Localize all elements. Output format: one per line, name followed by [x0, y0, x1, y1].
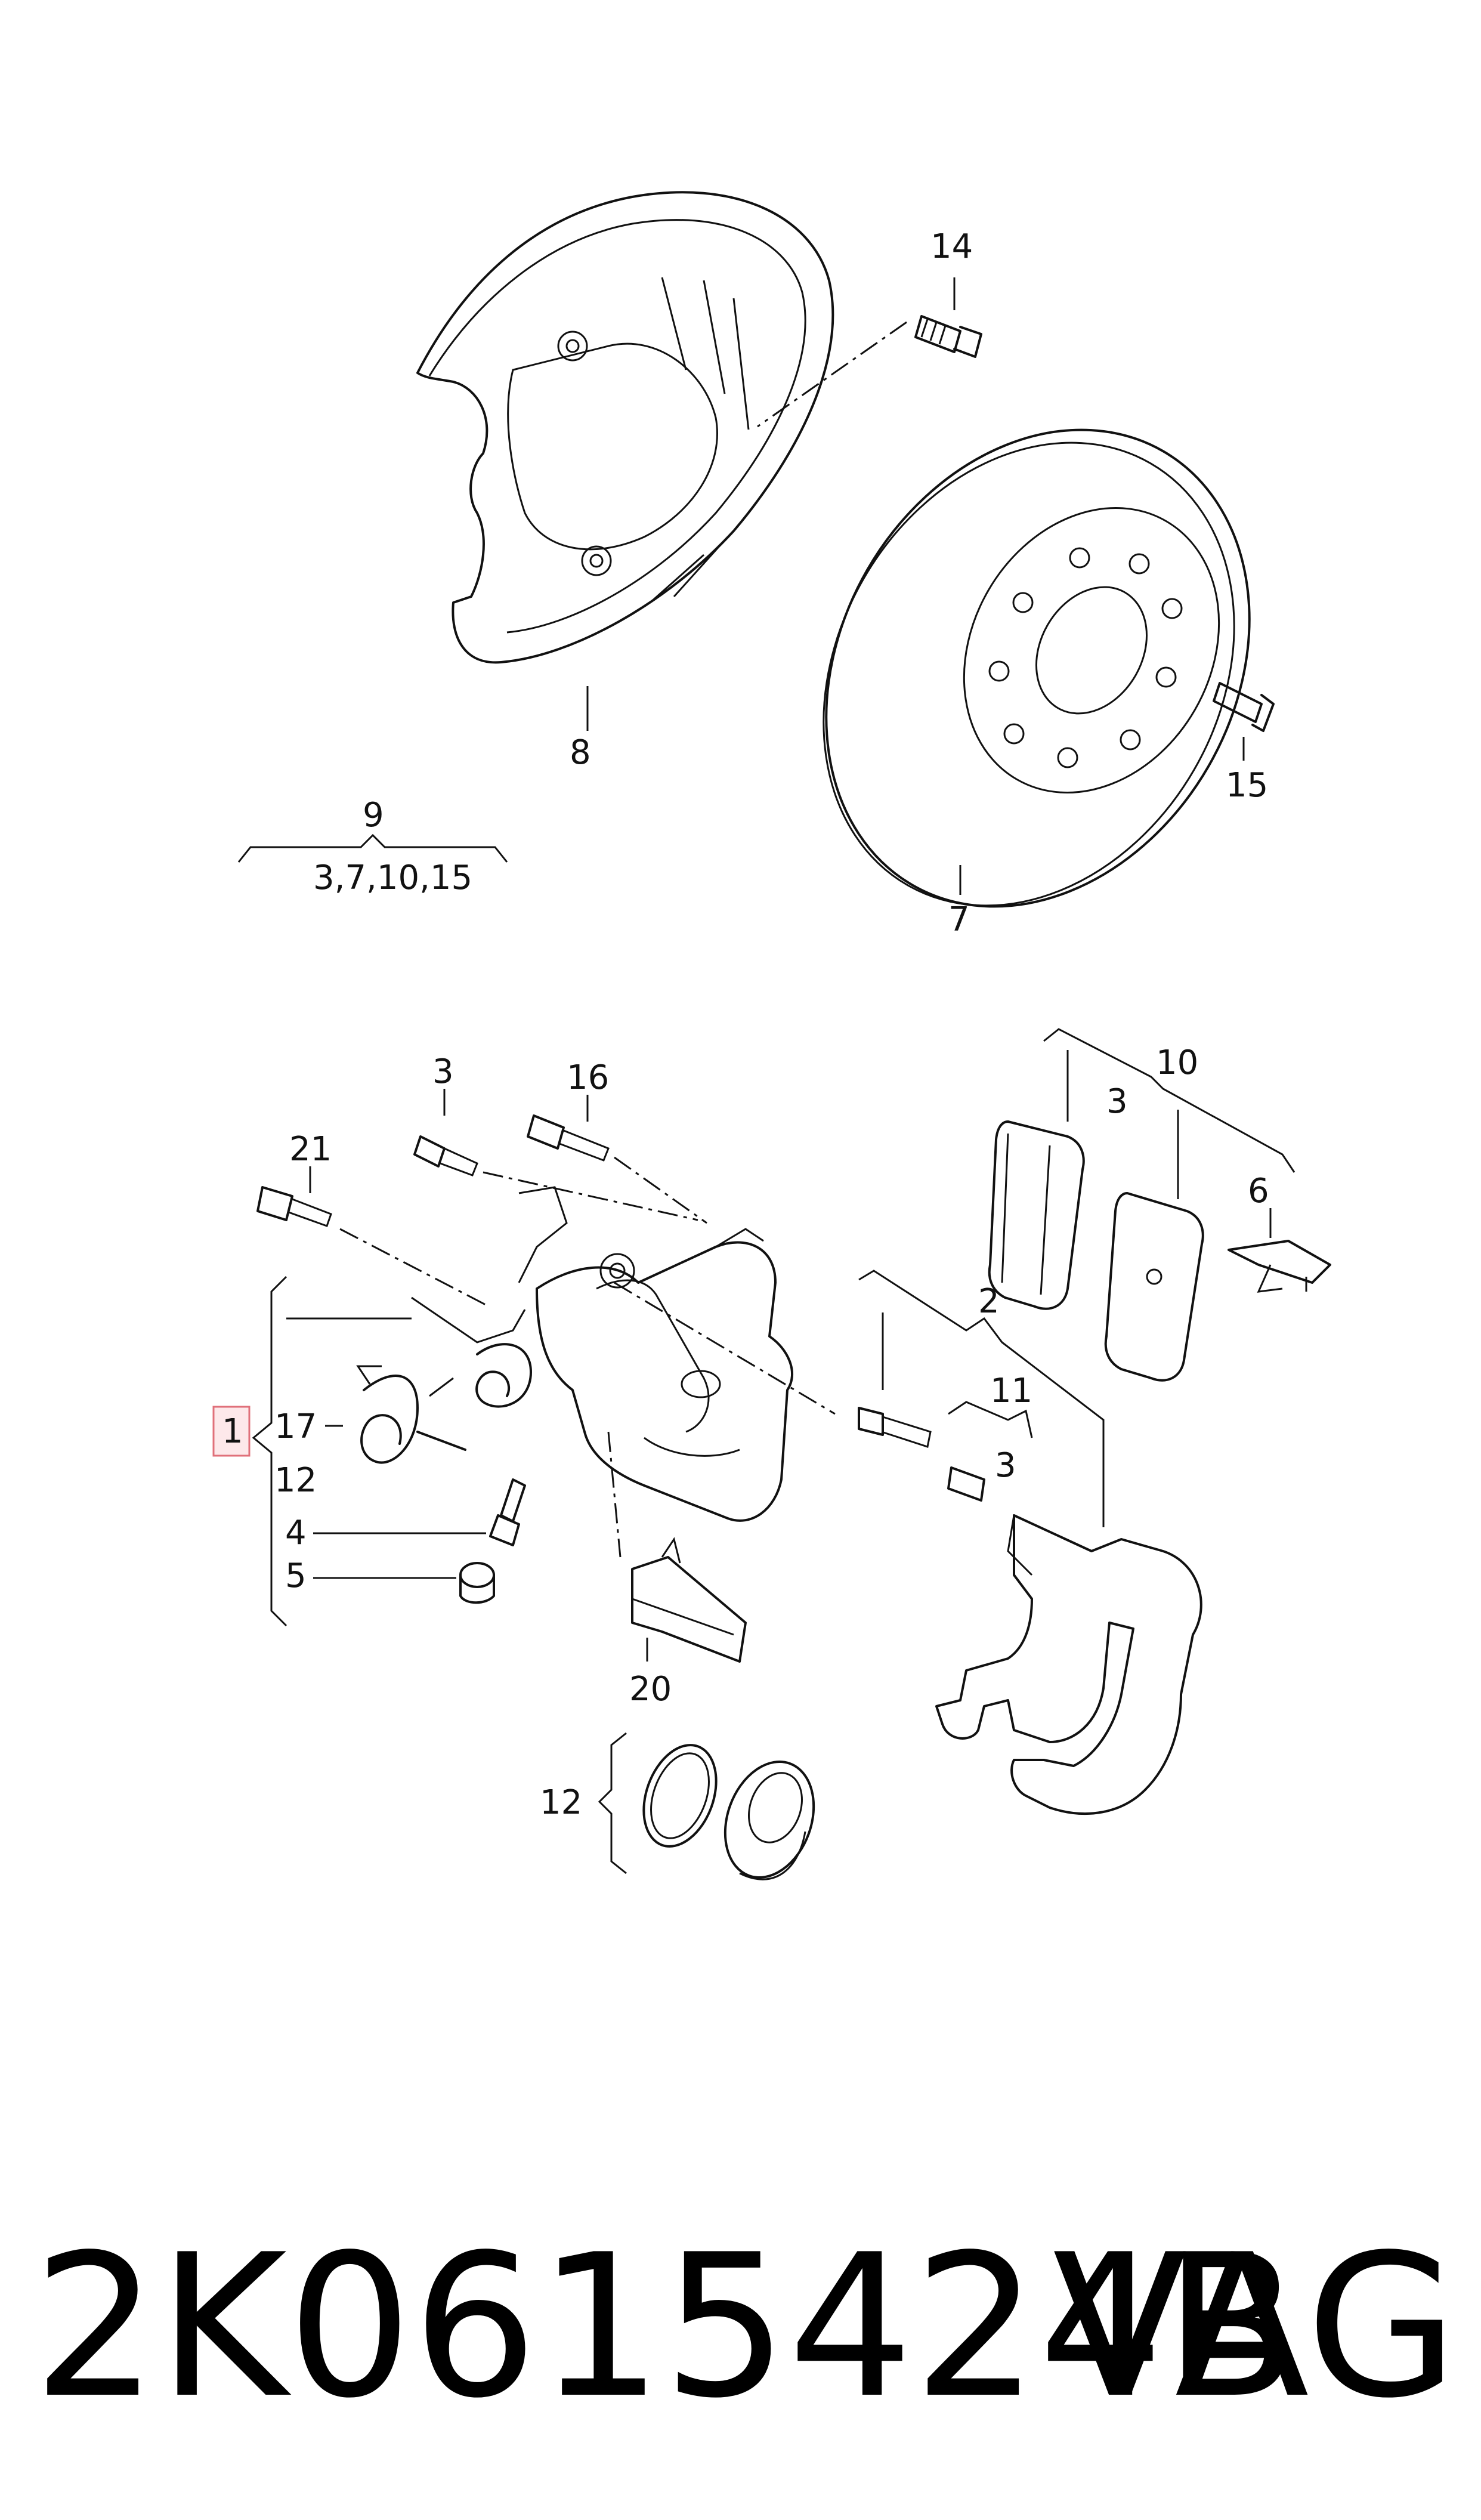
selected-callout-highlight — [212, 1406, 251, 1457]
callout-12-left: 12 — [274, 1461, 317, 1500]
callout-9: 9 — [363, 796, 384, 835]
caliper-carrier-bracket — [935, 1514, 1202, 1815]
piston-part-12 — [724, 1761, 815, 1880]
spring-part-17 — [325, 1365, 466, 1464]
callout-15: 15 — [1226, 766, 1268, 805]
callout-1: 1 — [222, 1412, 243, 1451]
callout-12-lower: 12 — [540, 1783, 582, 1822]
brake-disc-part-7 — [823, 428, 1251, 908]
bolt-part-16 — [527, 1095, 707, 1224]
callout-20: 20 — [629, 1670, 672, 1709]
boot-part-11 — [947, 1401, 1033, 1502]
callout-10: 10 — [1156, 1043, 1198, 1082]
screw-part-15 — [1213, 682, 1275, 761]
bleeder-valve-part-4 — [313, 1478, 526, 1546]
footer: 2K0615424B VAG — [0, 2207, 1481, 2446]
kit-bracket-1 — [252, 1276, 412, 1627]
guide-pin-part-2 — [858, 1270, 1105, 1527]
dust-shield-part-8 — [416, 191, 834, 731]
bolt-part-3 — [413, 1089, 698, 1221]
callout-9-contents: 3,7,10,15 — [313, 858, 472, 897]
callout-6: 6 — [1248, 1172, 1269, 1210]
callout-3-top: 3 — [432, 1052, 454, 1091]
brake-pad-part-10 — [988, 1028, 1296, 1382]
callout-3-boot: 3 — [995, 1446, 1016, 1485]
part-number: 2K0615424B — [33, 2212, 1299, 2441]
callout-5: 5 — [285, 1557, 307, 1595]
anti-rattle-clip-part-6 — [1228, 1208, 1331, 1293]
callout-17: 17 — [274, 1407, 317, 1446]
caliper-housing — [518, 1186, 836, 1558]
dust-cap-part-5 — [313, 1562, 495, 1604]
brand-name: VAG — [1052, 2212, 1458, 2441]
callout-16: 16 — [567, 1058, 609, 1097]
clip-part-20 — [631, 1537, 747, 1663]
kit-bracket-9 — [237, 833, 508, 863]
spring-part-12 — [411, 1296, 532, 1408]
callout-4: 4 — [285, 1514, 307, 1552]
seal-ring-part-12 — [642, 1744, 718, 1848]
callout-7: 7 — [948, 900, 970, 939]
callout-11: 11 — [990, 1372, 1032, 1410]
callout-2: 2 — [978, 1282, 1000, 1321]
bolt-part-21 — [256, 1166, 490, 1308]
callout-21: 21 — [289, 1130, 332, 1169]
bolt-part-14 — [757, 277, 982, 428]
callout-3-pads: 3 — [1106, 1082, 1128, 1121]
exploded-parts-diagram: 14 8 15 9 3,7,10,15 7 3 16 21 10 3 6 2 1… — [212, 191, 1331, 1880]
kit-bracket-12 — [598, 1732, 627, 1874]
callout-8: 8 — [570, 733, 591, 772]
callout-14: 14 — [930, 227, 973, 266]
